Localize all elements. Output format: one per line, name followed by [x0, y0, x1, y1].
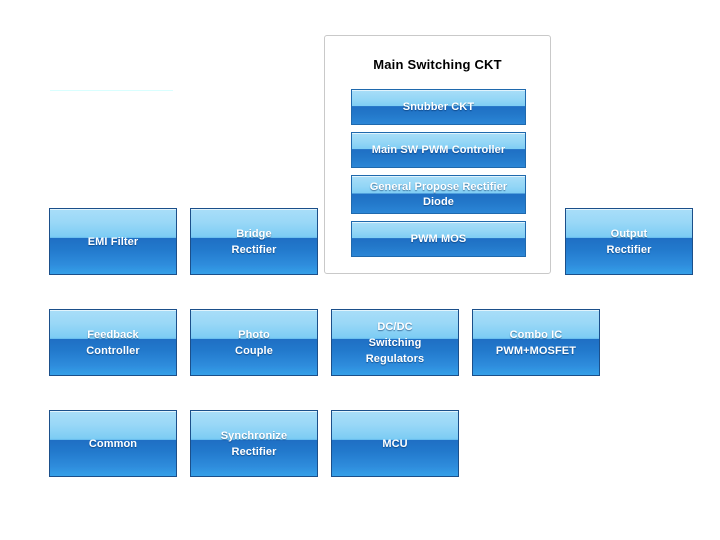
block-bridge-rectifier[interactable]: Bridge Rectifier — [190, 208, 318, 275]
block-label-line-1: Photo — [238, 328, 270, 341]
block-main-sw-pwm-controller[interactable]: Main SW PWM Controller — [351, 132, 526, 168]
block-label-line-2: Diode — [422, 195, 455, 208]
block-label: Snubber CKT — [402, 100, 475, 113]
block-synchronize-rectifier[interactable]: Synchronize Rectifier — [190, 410, 318, 477]
block-general-propose-rectifier-diode[interactable]: General Propose Rectifier Diode — [351, 175, 526, 214]
block-label: General Propose Rectifier Diode — [370, 180, 508, 210]
accent-rule — [50, 90, 173, 91]
block-label: EMI Filter — [87, 235, 139, 248]
block-pwm-mos[interactable]: PWM MOS — [351, 221, 526, 257]
block-label-line-2: PWM+MOSFET — [495, 344, 577, 357]
block-label-line-1: Bridge — [236, 227, 272, 240]
block-label-line-1: Combo IC — [509, 328, 563, 341]
block-label-line-2: Rectifier — [606, 243, 652, 256]
block-label: Main SW PWM Controller — [371, 143, 506, 156]
block-label: MCU — [382, 437, 408, 450]
block-label: Feedback Controller — [86, 327, 140, 359]
block-label-line-1: Synchronize — [220, 429, 288, 442]
block-label: Photo Couple — [235, 327, 273, 359]
block-label-line-1: Feedback — [87, 328, 139, 341]
block-label: Output Rectifier — [607, 226, 652, 258]
group-panel-title: Main Switching CKT — [373, 57, 502, 72]
block-combo-ic[interactable]: Combo IC PWM+MOSFET — [472, 309, 600, 376]
block-output-rectifier[interactable]: Output Rectifier — [565, 208, 693, 275]
block-label-line-2: Rectifier — [231, 243, 277, 256]
block-dcdc-switching-regulators[interactable]: DC/DC Switching Regulators — [331, 309, 459, 376]
block-label-line-2: Rectifier — [231, 445, 277, 458]
block-label-line-2: Controller — [86, 344, 140, 357]
block-label: Synchronize Rectifier — [221, 428, 288, 460]
block-photo-couple[interactable]: Photo Couple — [190, 309, 318, 376]
block-emi-filter[interactable]: EMI Filter — [49, 208, 177, 275]
block-label-line-1: General Propose Rectifier — [369, 180, 508, 193]
block-label-line-2: Couple — [235, 344, 273, 357]
block-label-line-2: Switching — [368, 336, 422, 349]
block-snubber-ckt[interactable]: Snubber CKT — [351, 89, 526, 125]
block-label-line-3: Regulators — [365, 352, 425, 365]
block-label: PWM MOS — [410, 232, 467, 245]
block-label: Bridge Rectifier — [232, 226, 277, 258]
block-label: Combo IC PWM+MOSFET — [496, 327, 576, 359]
block-mcu[interactable]: MCU — [331, 410, 459, 477]
block-label: Common — [88, 437, 138, 450]
group-panel-main-switching-ckt: Main Switching CKT Snubber CKT Main SW P… — [324, 35, 551, 274]
block-label: DC/DC Switching Regulators — [366, 319, 424, 367]
block-label-line-1: DC/DC — [377, 320, 413, 333]
block-feedback-controller[interactable]: Feedback Controller — [49, 309, 177, 376]
block-common[interactable]: Common — [49, 410, 177, 477]
block-label-line-1: Output — [610, 227, 648, 240]
